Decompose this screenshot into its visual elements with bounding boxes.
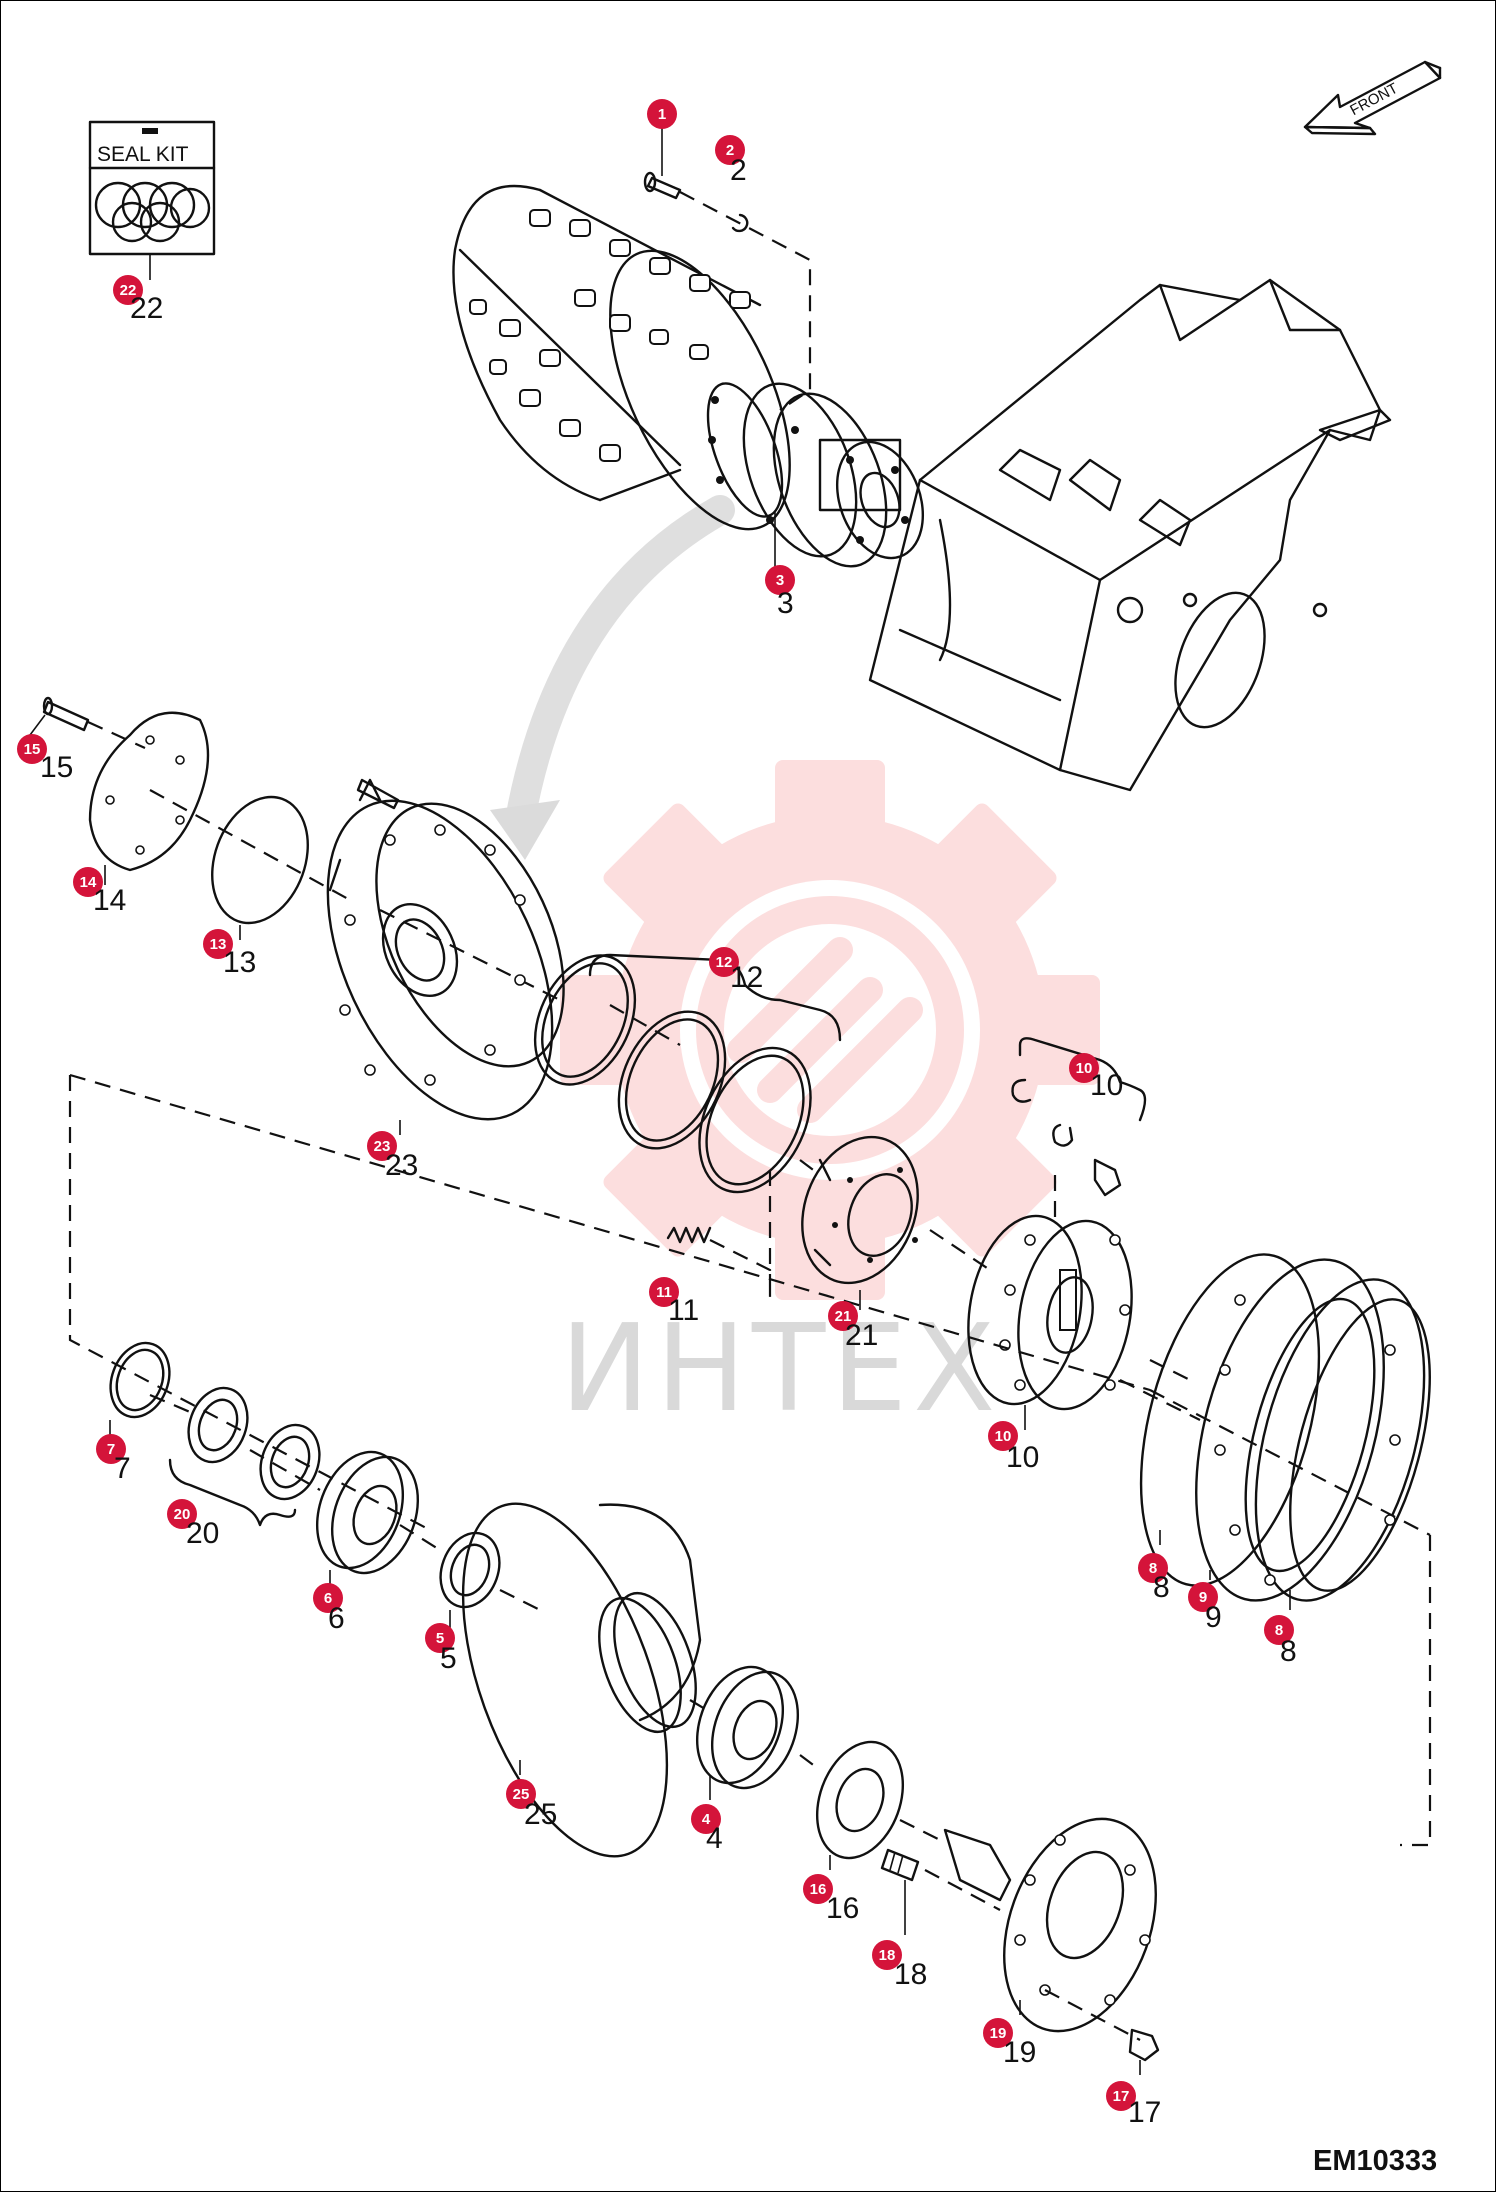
svg-text:13: 13 [223,946,256,979]
svg-text:12: 12 [716,954,733,971]
diagram-code: EM10333 [1313,2145,1437,2177]
drive-motor [706,382,925,568]
bearing-part-6 [315,1450,420,1575]
svg-text:12: 12 [730,961,763,994]
callout-badges [17,99,1294,2111]
svg-text:8: 8 [1280,1635,1297,1668]
snap-ring-part-2 [731,213,749,233]
svg-text:2: 2 [726,142,734,159]
svg-text:15: 15 [24,741,41,758]
svg-text:20: 20 [174,1506,191,1523]
ring-gear-parts-8-9 [1139,1253,1431,1602]
part-numbers: 2 3 22 15 14 13 12 10 11 21 23 10 7 20 6… [40,154,1297,2129]
svg-text:18: 18 [879,1947,896,1964]
machine-frame [868,278,1392,792]
svg-text:16: 16 [810,1881,827,1898]
svg-text:7: 7 [114,1452,131,1485]
piston-part-22 [801,1135,919,1285]
svg-text:16: 16 [826,1892,859,1925]
svg-text:11: 11 [668,1294,699,1327]
housing-part-24 [326,778,565,1121]
svg-text:17: 17 [1128,2096,1161,2129]
spring-part-12 [666,1226,712,1244]
svg-text:21: 21 [835,1308,852,1325]
svg-text:21: 21 [845,1319,878,1352]
svg-text:15: 15 [40,751,73,784]
svg-text:18: 18 [894,1958,927,1991]
svg-text:23: 23 [374,1138,391,1155]
svg-text:11: 11 [656,1284,672,1301]
svg-text:25: 25 [524,1798,557,1831]
svg-text:13: 13 [210,936,227,953]
svg-text:22: 22 [120,282,137,299]
seal-part-5 [439,1531,501,1609]
svg-text:14: 14 [80,874,97,891]
svg-text:4: 4 [702,1811,711,1828]
bracket-21 [168,1458,297,1527]
seal-parts-21 [187,1386,321,1501]
svg-text:2: 2 [730,154,747,187]
nut-part-18 [1128,2028,1160,2062]
svg-text:25: 25 [513,1786,530,1803]
hub-part-11 [967,1214,1133,1411]
svg-text:22: 22 [130,292,163,325]
svg-text:7: 7 [107,1441,115,1458]
bearing-part-4 [695,1665,800,1790]
stud-part-19 [880,1848,920,1882]
svg-text:1: 1 [658,106,666,123]
o-ring-part-14 [211,795,309,925]
svg-text:17: 17 [1113,2088,1130,2105]
watermark-text: ИНТЕХ [560,1300,1001,1439]
svg-text:3: 3 [776,572,784,589]
ring-set-13 [533,954,812,1194]
brake-disc-part-25 [461,1502,702,1858]
svg-text:8: 8 [1149,1560,1157,1577]
watermark-gear-logo [490,495,1100,1300]
key-parts-10 [1011,1078,1122,1197]
seal-kit-box: SEAL KIT [88,120,216,280]
front-arrow-icon: FRONT [1303,60,1442,136]
bolt-part-16 [42,696,90,732]
drum-assembly [452,184,791,531]
svg-text:8: 8 [1153,1571,1170,1604]
svg-text:3: 3 [777,587,794,620]
o-rings-icon [94,181,211,243]
bolt-part-24a [356,778,400,810]
svg-text:10: 10 [1076,1060,1093,1077]
svg-text:4: 4 [706,1822,723,1855]
svg-text:10: 10 [995,1428,1012,1445]
bolt-part-1 [643,171,682,200]
output-shaft-part-20 [943,1817,1157,2033]
svg-text:10: 10 [1090,1069,1123,1102]
callout-badge-labels: 1 2 3 22 15 14 13 12 10 11 21 23 10 7 20… [24,106,1284,2105]
svg-text:20: 20 [186,1517,219,1550]
svg-text:14: 14 [93,884,126,917]
cover-plate-part-15 [88,711,210,872]
svg-text:9: 9 [1199,1589,1207,1606]
svg-text:5: 5 [440,1642,457,1675]
svg-text:5: 5 [436,1630,444,1647]
seal-kit-label: SEAL KIT [97,143,189,166]
svg-text:6: 6 [328,1602,345,1635]
svg-text:9: 9 [1205,1601,1222,1634]
svg-text:6: 6 [324,1590,332,1607]
callout-leaders [29,125,1291,2075]
bracket-10 [1018,1037,1147,1122]
svg-text:23: 23 [385,1149,418,1182]
seal-part-17 [815,1740,905,1860]
snap-ring-part-7 [109,1341,171,1419]
svg-text:19: 19 [990,2025,1007,2042]
svg-text:8: 8 [1275,1622,1283,1639]
svg-text:19: 19 [1003,2036,1036,2069]
svg-text:10: 10 [1006,1441,1039,1474]
